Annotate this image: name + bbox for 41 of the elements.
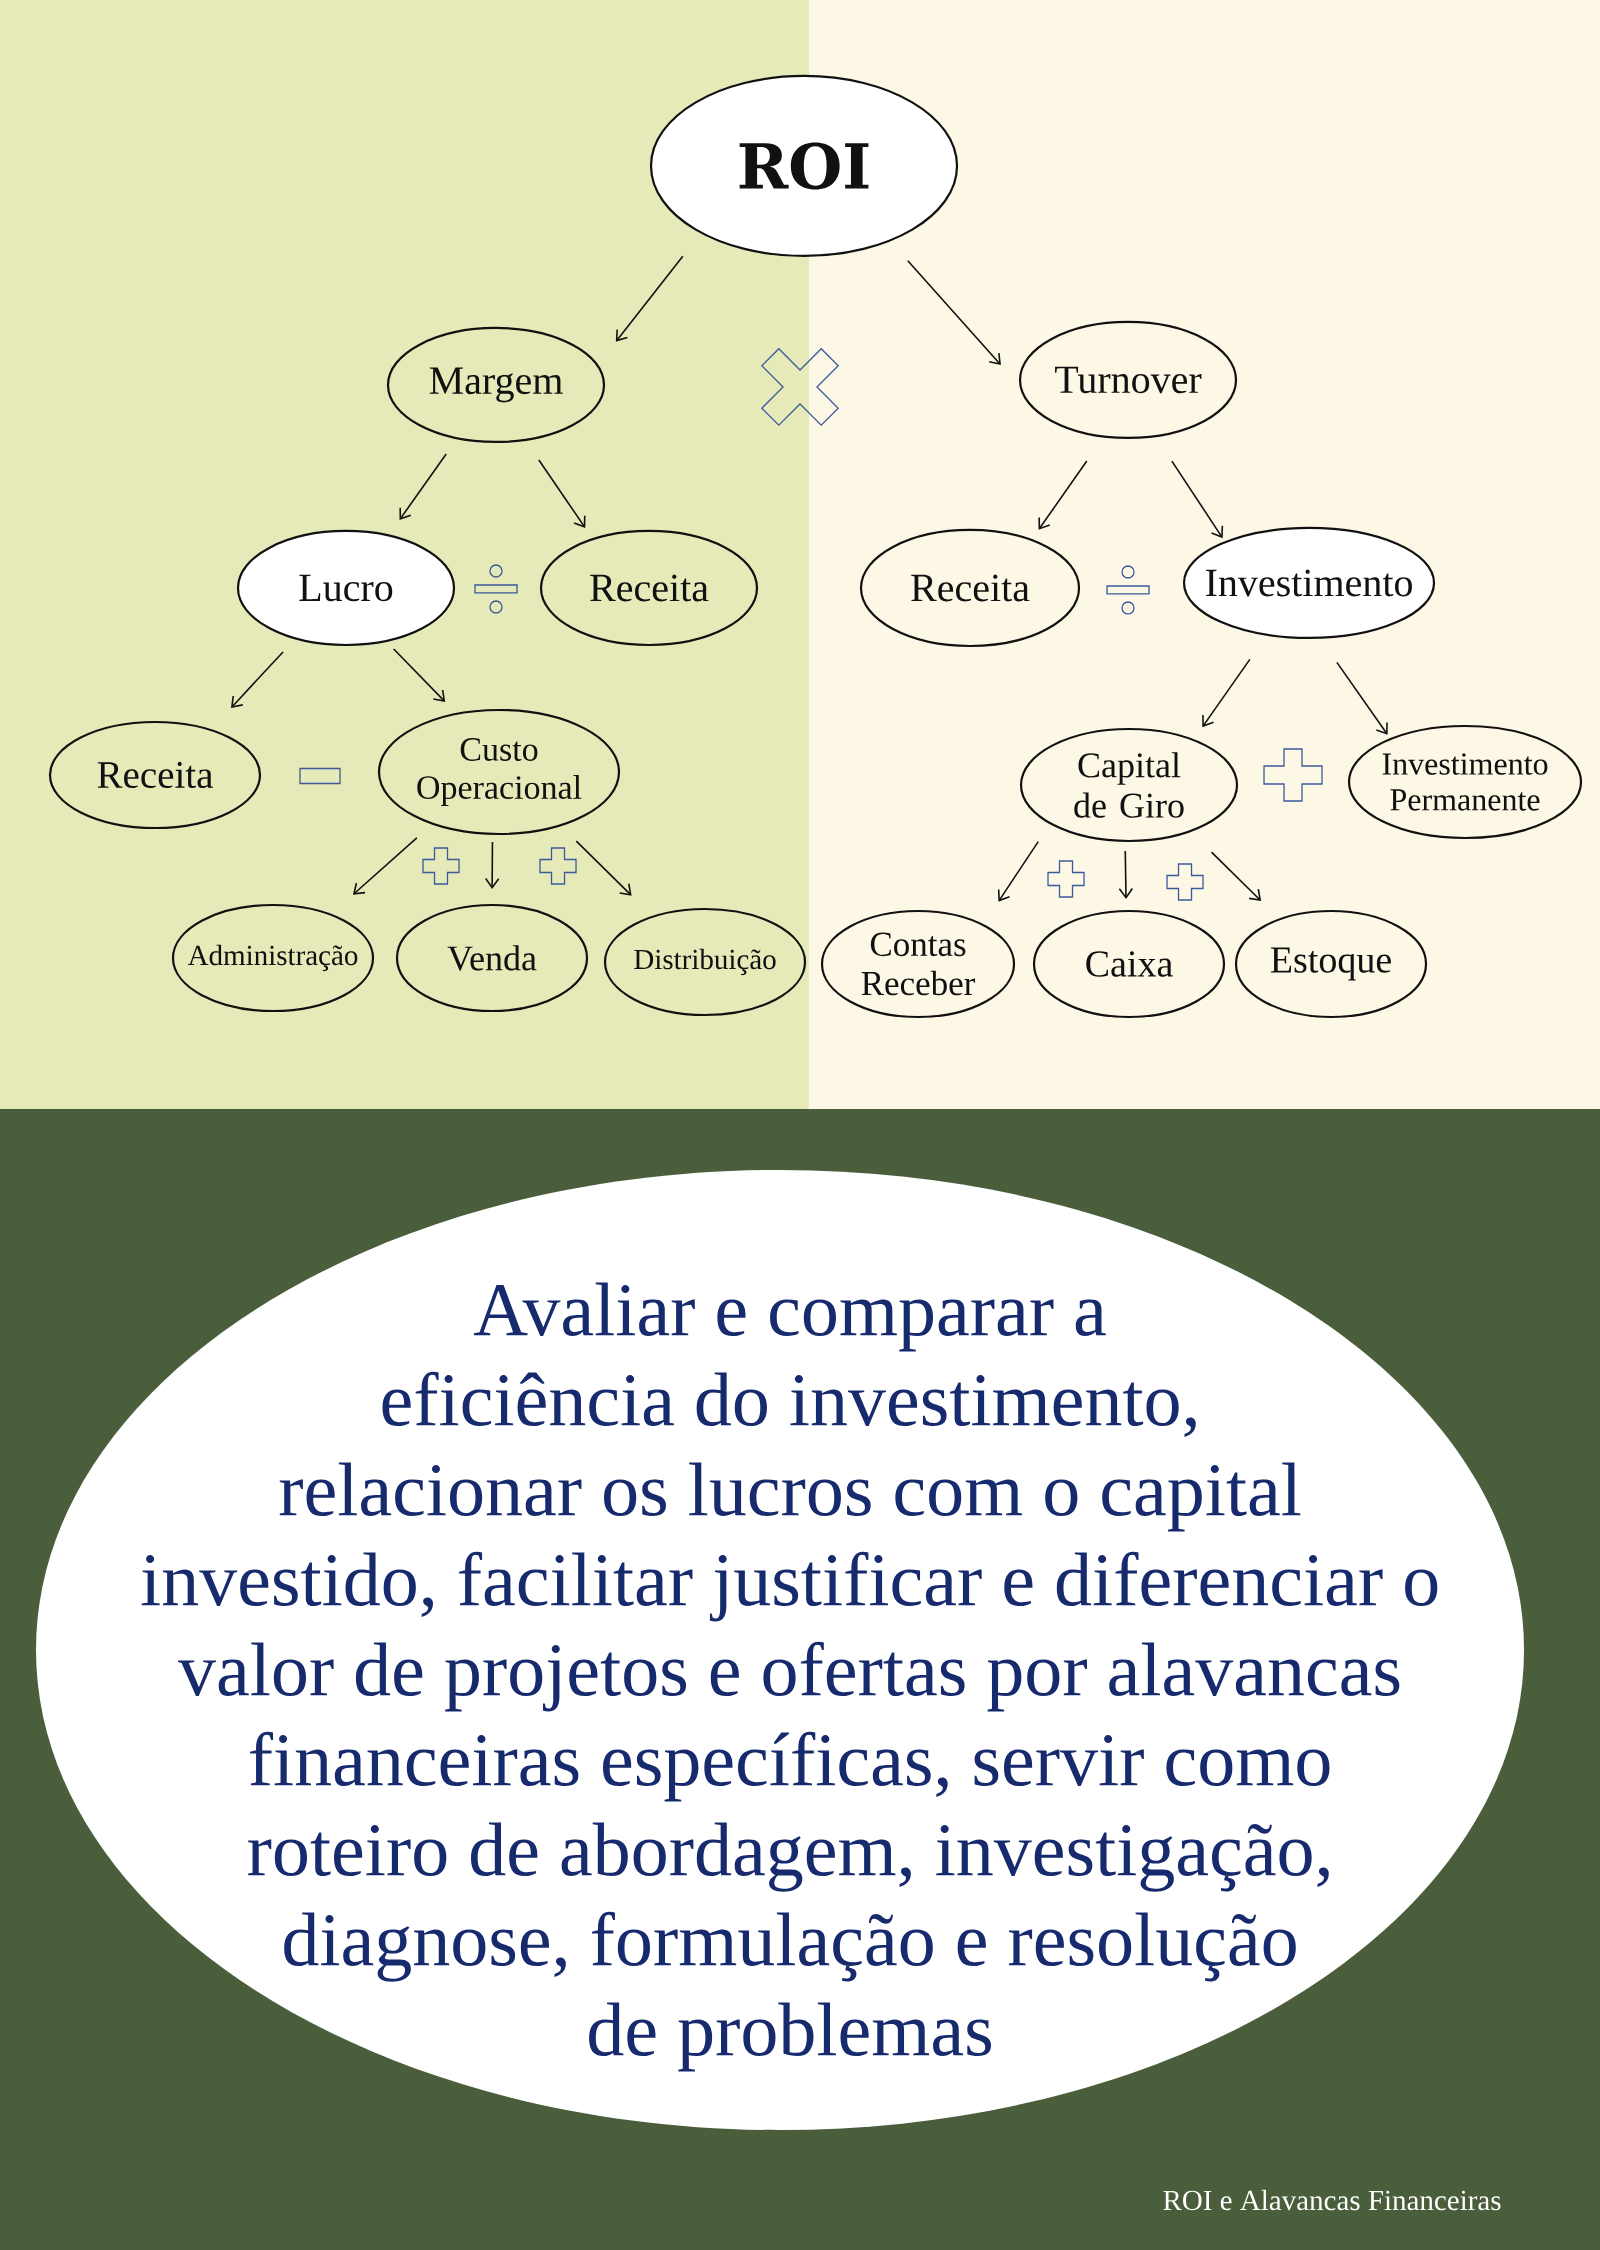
arrow	[1038, 460, 1088, 530]
ellipse-node: Receita	[859, 528, 1081, 648]
arrow	[1118, 850, 1134, 899]
arrow	[392, 648, 446, 702]
ellipse-node: Investimento Permanente	[1347, 724, 1583, 840]
ellipse-node: Margem	[386, 326, 606, 444]
minus-sign	[299, 767, 341, 785]
divide-sign	[1106, 565, 1150, 615]
ellipse-node: Receita	[48, 720, 262, 830]
arrow	[230, 651, 284, 708]
ellipse-node: Contas Receber	[820, 909, 1016, 1019]
arrow	[997, 840, 1040, 902]
ellipse-node: Lucro	[236, 529, 456, 647]
ellipse-node: Caixa	[1032, 909, 1226, 1019]
ellipse-node: Administração	[171, 903, 375, 1013]
arrow	[1210, 851, 1262, 902]
ellipse-node: Custo Operacional	[377, 708, 621, 836]
arrow	[399, 453, 447, 520]
arrow	[1171, 460, 1224, 539]
plus-sign	[1166, 863, 1204, 901]
ellipse-node: ROI	[649, 74, 959, 258]
plus-sign	[539, 847, 577, 885]
arrow	[538, 459, 586, 528]
arrow	[1336, 661, 1388, 735]
multiply-sign	[760, 347, 840, 427]
ellipse-node: Turnover	[1018, 320, 1238, 440]
arrow	[907, 259, 1001, 366]
footer-title: ROI e Alavancas Financeiras	[1163, 2189, 1501, 2211]
ellipse-node: Estoque	[1234, 909, 1428, 1019]
ellipse-node: Receita	[539, 529, 759, 647]
plus-sign	[1047, 860, 1085, 898]
arrow	[1202, 658, 1251, 728]
plus-sign	[1263, 748, 1323, 802]
plus-sign	[422, 847, 460, 885]
ellipse-node: Distribuição	[603, 907, 807, 1017]
ellipse-node: Investimento	[1182, 526, 1436, 640]
divide-sign	[474, 564, 518, 614]
arrow	[615, 255, 684, 342]
arrow	[484, 841, 500, 889]
ellipse-node: Venda	[395, 903, 589, 1013]
ellipse-node: Capital de Giro	[1019, 727, 1239, 843]
